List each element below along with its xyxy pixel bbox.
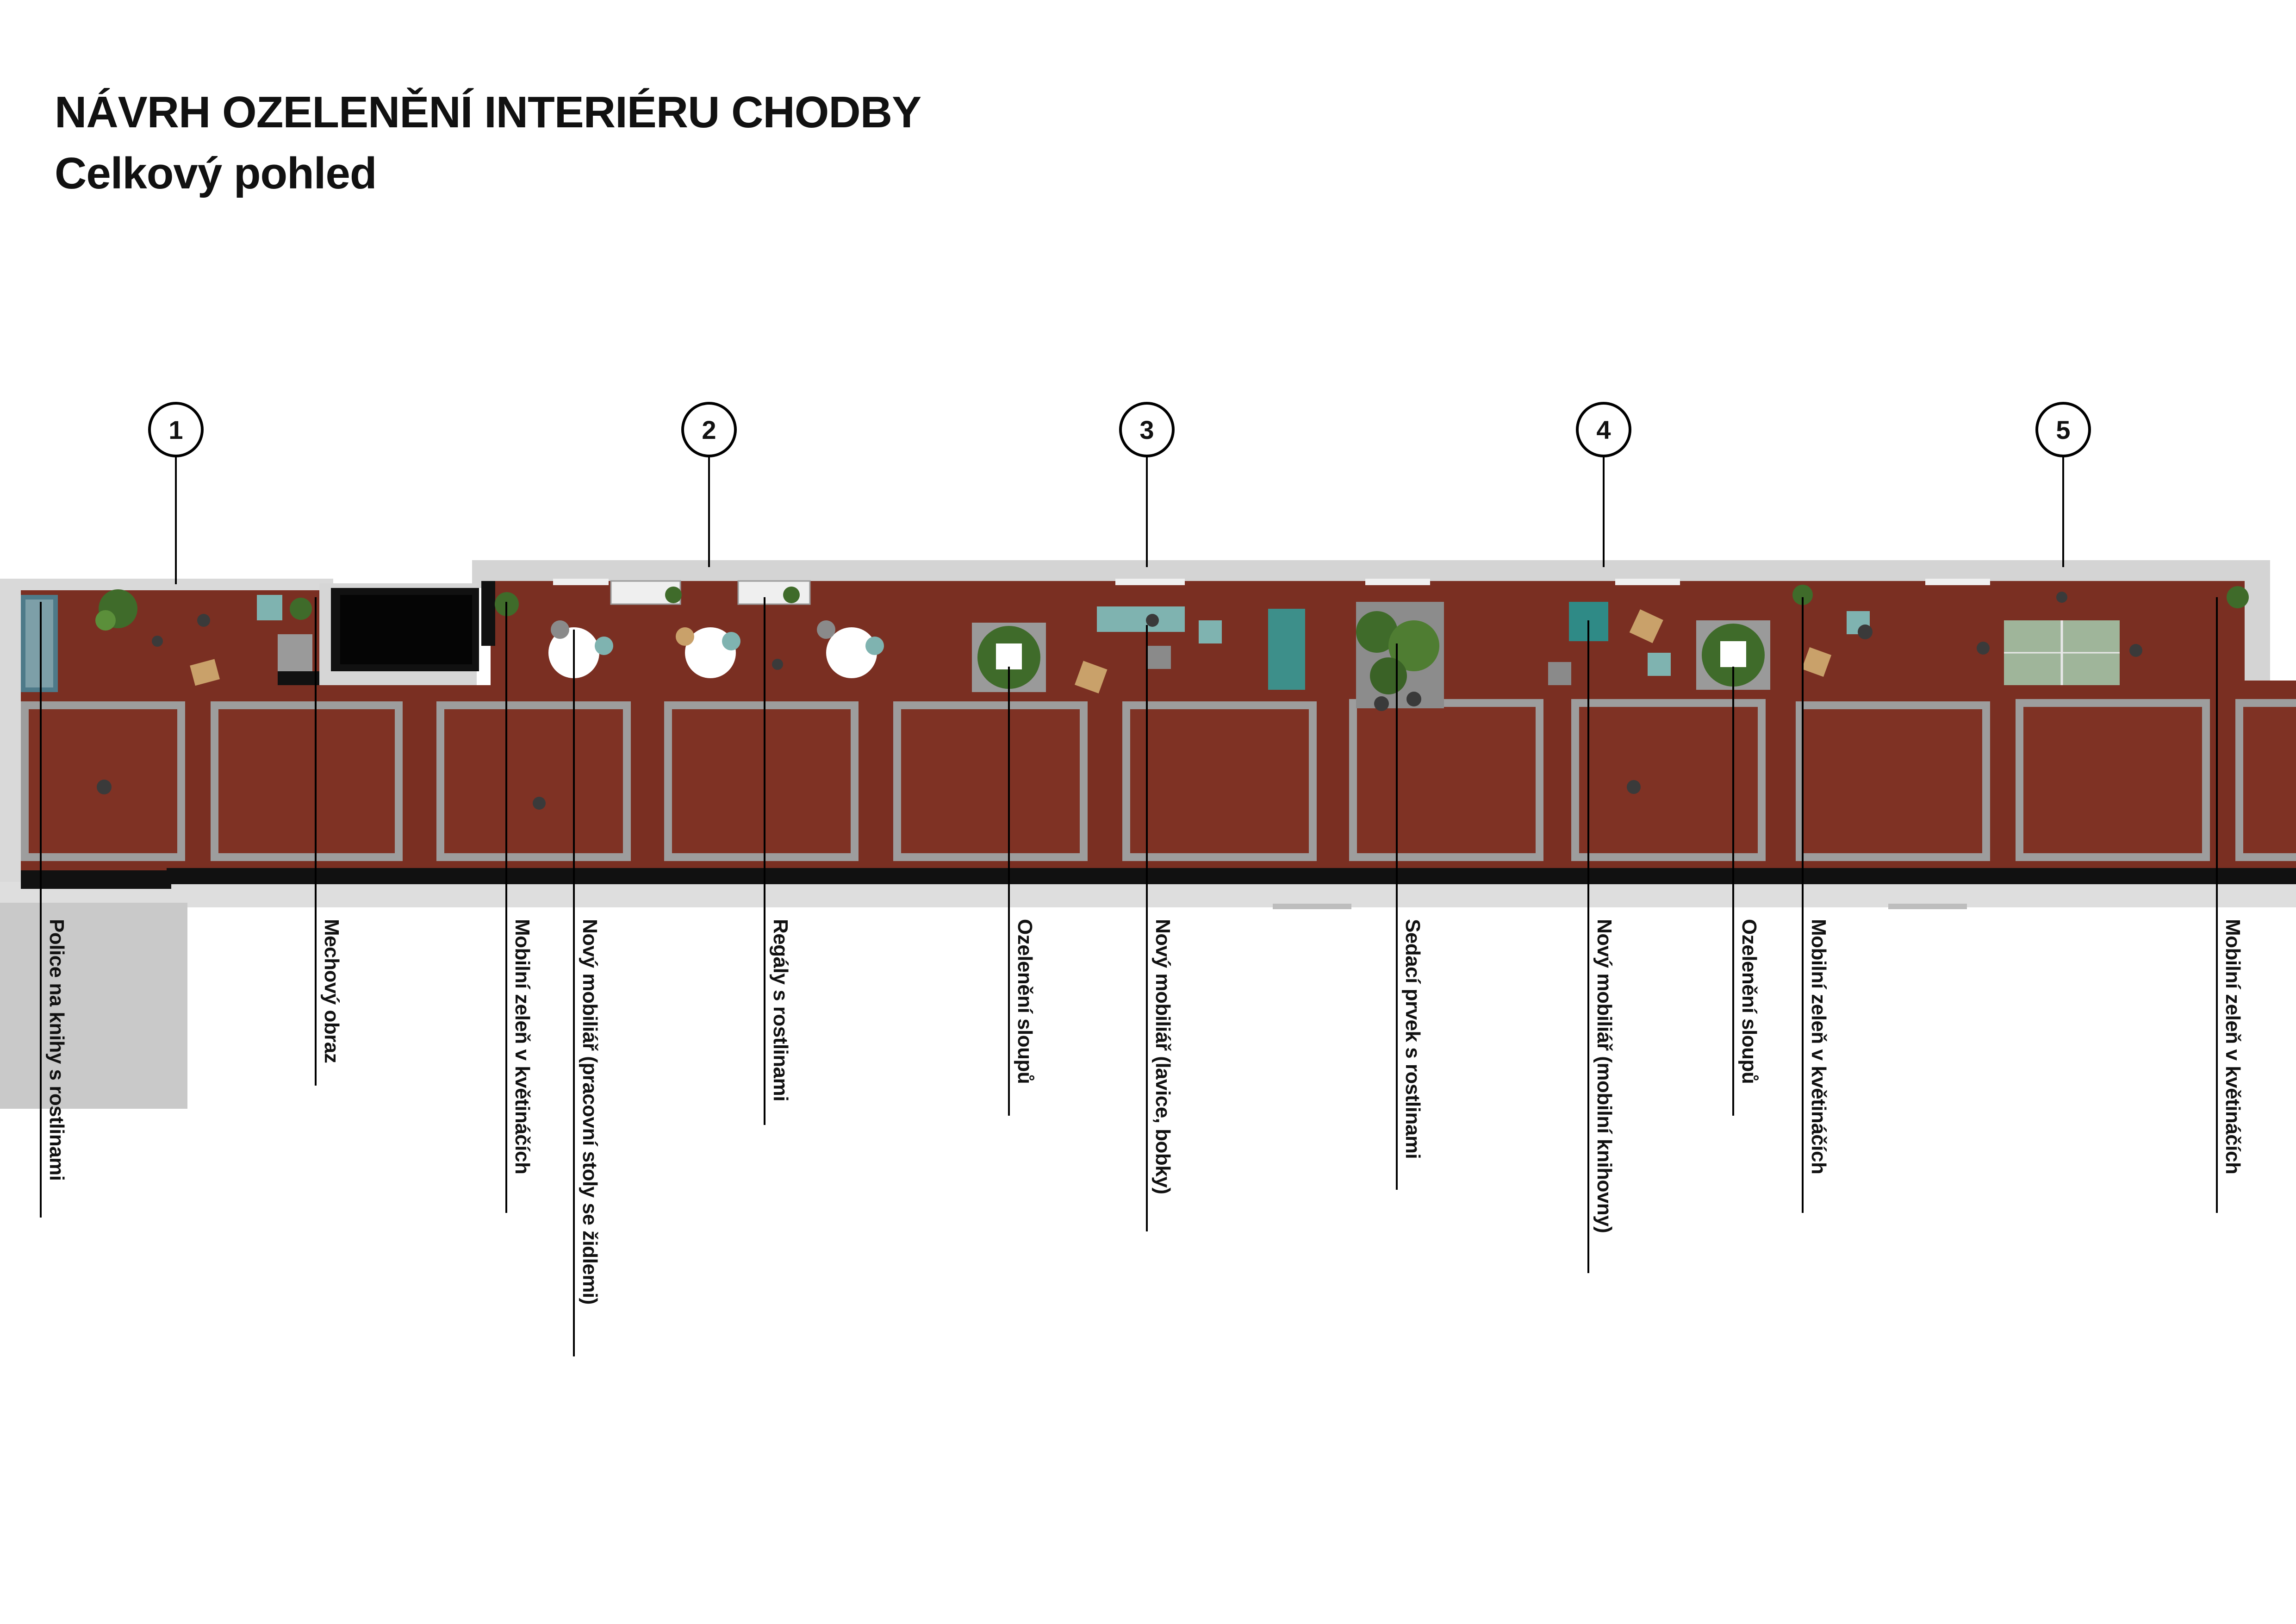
room-divider [278,671,319,685]
label-seating-element: Sedací prvek s rostlinami [1401,919,1424,1159]
label-new-furniture-tables: Nový mobiliář (pracovní stoly se židlemi… [579,919,601,1305]
base-wall-left [21,870,171,889]
tables [548,620,884,678]
marker-3: 3 [1119,402,1175,567]
marker-2-number: 2 [702,415,716,444]
base-wall [167,868,2296,884]
label-shelves-with-plants: Regály s rostlinami [769,919,792,1101]
moss-frame-inner [340,595,472,664]
bookshelf-inner [25,600,53,687]
marker-3-number: 3 [1139,415,1154,444]
window-sill-1 [1273,904,1351,909]
panel-row [21,699,2296,861]
seating-element [1356,602,1444,708]
marker-5: 5 [2035,402,2091,567]
window-sill-2 [1888,904,1967,909]
marker-2: 2 [681,402,737,567]
label-mobile-greenery-3: Mobilní zeleň v květináčích [2221,919,2244,1174]
leader-lines [40,597,2218,1356]
outer-wall-left [0,579,21,903]
plants [95,585,2249,631]
label-mobile-greenery-1: Mobilní zeleň v květináčích [511,919,534,1174]
label-new-furniture-libraries: Nový mobiliář (mobilní knihovny) [1593,919,1616,1233]
stair-block [0,903,187,1109]
label-bookshelf: Police na knihy s rostlinami [45,919,68,1181]
marker-4: 4 [1576,402,1631,567]
marker-5-number: 5 [2056,415,2070,444]
page-subtitle: Celkový pohled [55,149,377,198]
marker-4-number: 4 [1596,415,1611,444]
label-new-furniture-benches: Nový mobiliář (lavice, bobky) [1151,919,1174,1194]
table-tennis [2004,620,2120,685]
marker-1: 1 [148,402,204,584]
people [97,592,2142,810]
page-title: NÁVRH OZELENĚNÍ INTERIÉRU CHODBY [55,87,921,137]
floor-right-strip [2245,681,2296,690]
label-column-greenery-1: Ozelenění sloupů [1014,919,1036,1084]
outer-wall-right [2245,560,2270,681]
label-moss-picture: Mechový obraz [320,919,343,1063]
label-mobile-greenery-2: Mobilní zeleň v květináčích [1807,919,1830,1174]
label-column-greenery-2: Ozelenění sloupů [1738,919,1761,1084]
wall-corner-left [481,581,495,646]
outer-wall-bottom [0,882,2296,907]
marker-1-number: 1 [168,415,183,444]
